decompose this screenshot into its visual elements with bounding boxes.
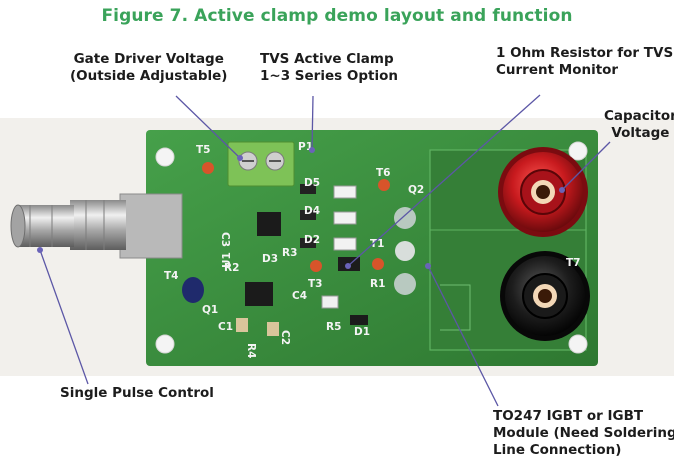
mounting-hole — [155, 147, 175, 167]
terminal-block — [227, 141, 295, 187]
figure-title: Figure 7. Active clamp demo layout and f… — [101, 6, 573, 26]
silkscreen-label: R1 — [370, 278, 385, 290]
smd-diode — [300, 238, 316, 248]
leader-gate — [175, 95, 241, 159]
bnc-connector — [10, 193, 183, 259]
tvs-pad — [333, 237, 357, 251]
test-point — [378, 179, 390, 191]
transistor-q1 — [182, 277, 204, 303]
callout-line: TO247 IGBT or IGBT — [493, 408, 644, 424]
callout-line: Capacitor — [604, 108, 674, 124]
smd-diode — [300, 210, 316, 220]
silkscreen-label: R5 — [326, 321, 341, 333]
callout-line: Voltage — [611, 125, 670, 141]
mounting-hole — [568, 141, 588, 161]
silkscreen-label: Q1 — [202, 304, 218, 316]
silkscreen-label: C1 — [218, 321, 233, 333]
silkscreen-label: D2 — [304, 234, 320, 246]
silkscreen-label: T6 — [376, 167, 390, 179]
igbt-pad — [394, 207, 416, 229]
callout-line: 1 Ohm Resistor for TVS — [496, 45, 674, 61]
leader-capacitor — [561, 141, 611, 191]
silkscreen-label: U1 — [221, 252, 233, 268]
pcb-trace — [440, 284, 471, 331]
test-point — [310, 260, 322, 272]
silkscreen-label: T1 — [370, 238, 384, 250]
silkscreen-label: T5 — [196, 144, 210, 156]
silkscreen-label: C4 — [292, 290, 307, 302]
callout-capacitor-voltage: Capacitor Voltage — [604, 108, 674, 142]
tvs-pad — [333, 185, 357, 199]
callout-gate-driver-voltage: Gate Driver Voltage (Outside Adjustable) — [70, 51, 227, 85]
smd-diode — [300, 184, 316, 194]
callout-leaders — [39, 94, 611, 407]
mounting-hole — [155, 334, 175, 354]
callout-line: Module (Need Soldering — [493, 425, 674, 441]
callout-line: Gate Driver Voltage — [73, 51, 224, 67]
silkscreen-label: C2 — [279, 330, 291, 345]
smd-diode — [350, 315, 368, 325]
silkscreen-label: R2 — [224, 262, 239, 274]
silkscreen-label: C3 — [219, 232, 231, 247]
callout-line: Line Connection) — [493, 442, 622, 458]
smd-resistor — [321, 295, 339, 309]
silkscreen-label: D4 — [304, 205, 320, 217]
callout-line: (Outside Adjustable) — [70, 68, 228, 84]
igbt-pad — [395, 241, 415, 261]
silkscreen-label: T7 — [566, 257, 580, 269]
callout-dots — [37, 147, 565, 269]
igbt-pad — [394, 273, 416, 295]
driver-ic — [245, 282, 273, 306]
leader-resistor — [347, 94, 541, 267]
leader-igbt — [427, 265, 499, 407]
silkscreen-label: T4 — [164, 270, 178, 282]
silkscreen-label: D1 — [354, 326, 370, 338]
silkscreen-label: Q2 — [408, 184, 424, 196]
test-point — [372, 258, 384, 270]
leader-tvs — [311, 95, 314, 151]
callout-current-resistor: 1 Ohm Resistor for TVS Current Monitor — [496, 45, 673, 79]
silkscreen-label: D3 — [262, 253, 278, 265]
tvs-pad — [333, 211, 357, 225]
test-point — [202, 162, 214, 174]
callout-igbt-module: TO247 IGBT or IGBT Module (Need Solderin… — [493, 408, 674, 459]
leader-pulse — [39, 249, 89, 385]
callout-line: Current Monitor — [496, 62, 619, 78]
callout-tvs-active-clamp: TVS Active Clamp 1~3 Series Option — [260, 51, 398, 85]
smd-capacitor — [267, 322, 279, 336]
smd-transistor — [257, 212, 281, 236]
callout-line: TVS Active Clamp — [260, 51, 394, 67]
silkscreen-label: R4 — [245, 343, 257, 358]
smd-capacitor — [236, 318, 248, 332]
callout-single-pulse-control: Single Pulse Control — [60, 385, 214, 402]
silkscreen-label: T3 — [308, 278, 322, 290]
red-binding-post — [498, 147, 588, 237]
callout-line: 1~3 Series Option — [260, 68, 398, 84]
silkscreen-label: D5 — [304, 177, 320, 189]
silkscreen-label: R3 — [282, 247, 297, 259]
black-binding-post — [500, 251, 590, 341]
callout-line: Single Pulse Control — [60, 385, 214, 401]
mounting-hole — [568, 334, 588, 354]
